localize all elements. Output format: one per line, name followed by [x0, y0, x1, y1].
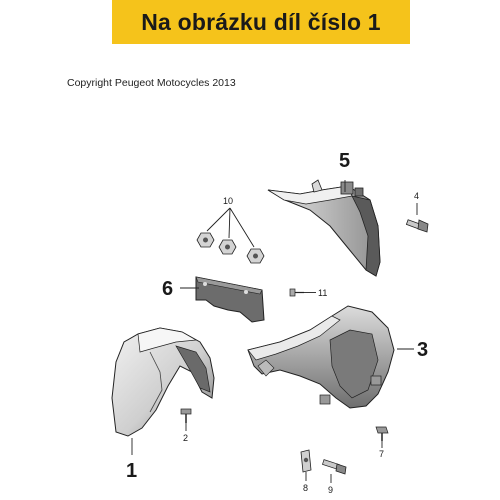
part-3-inner-cover [247, 305, 395, 409]
callout-11: 11 [318, 288, 327, 298]
callout-6: 6 [162, 278, 173, 300]
part-4-bolt [405, 219, 429, 233]
callout-4: 4 [414, 191, 419, 201]
leader-lines [131, 180, 418, 483]
part-1-front-mudguard [111, 327, 215, 437]
callout-9: 9 [328, 485, 333, 495]
part-6-plate [195, 276, 265, 323]
callout-8: 8 [303, 483, 308, 493]
part-11-rivet [289, 288, 304, 297]
callout-7: 7 [379, 449, 384, 459]
callout-10: 10 [223, 196, 233, 206]
nut [196, 232, 215, 248]
callout-2: 2 [183, 433, 188, 443]
nut [218, 239, 237, 255]
part-5-side-cover [267, 179, 381, 277]
callout-5: 5 [339, 150, 350, 172]
banner-title: Na obrázku díl číslo 1 [141, 8, 381, 35]
leader-10 [206, 207, 255, 248]
copyright-notice: Copyright Peugeot Motocycles 2013 [67, 77, 236, 89]
nut [246, 248, 265, 264]
part-8-clip-nut [300, 449, 312, 473]
part-2-screw [180, 408, 192, 423]
part-9-bolt [322, 459, 347, 475]
callout-3: 3 [417, 339, 428, 361]
part-7-bolt [375, 426, 389, 441]
part-10-nuts [196, 232, 265, 264]
callout-1: 1 [126, 460, 137, 482]
banner: Na obrázku díl číslo 1 [112, 0, 410, 44]
